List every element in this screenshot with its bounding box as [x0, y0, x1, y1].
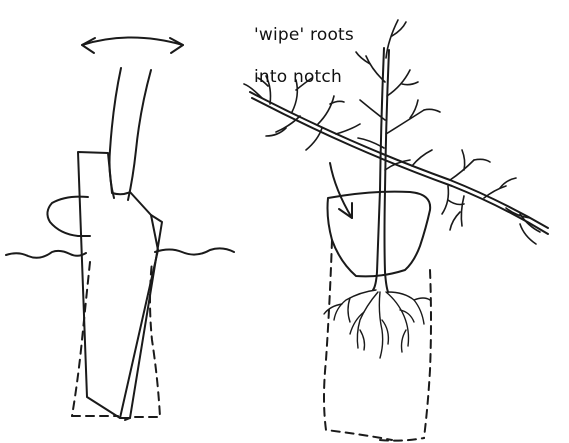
seedling-roots: [324, 290, 430, 358]
spade-handle: [110, 68, 152, 200]
wipe-arrow: [330, 163, 352, 218]
annotation-line-1: 'wipe' roots: [254, 25, 394, 46]
rocking-arrow: [82, 38, 183, 54]
annotation-line-2: into notch: [254, 67, 394, 88]
ground-line-left: [6, 248, 234, 257]
wipe-roots-annotation: 'wipe' roots into notch: [254, 4, 394, 109]
notch-soil-flap: [47, 197, 90, 236]
